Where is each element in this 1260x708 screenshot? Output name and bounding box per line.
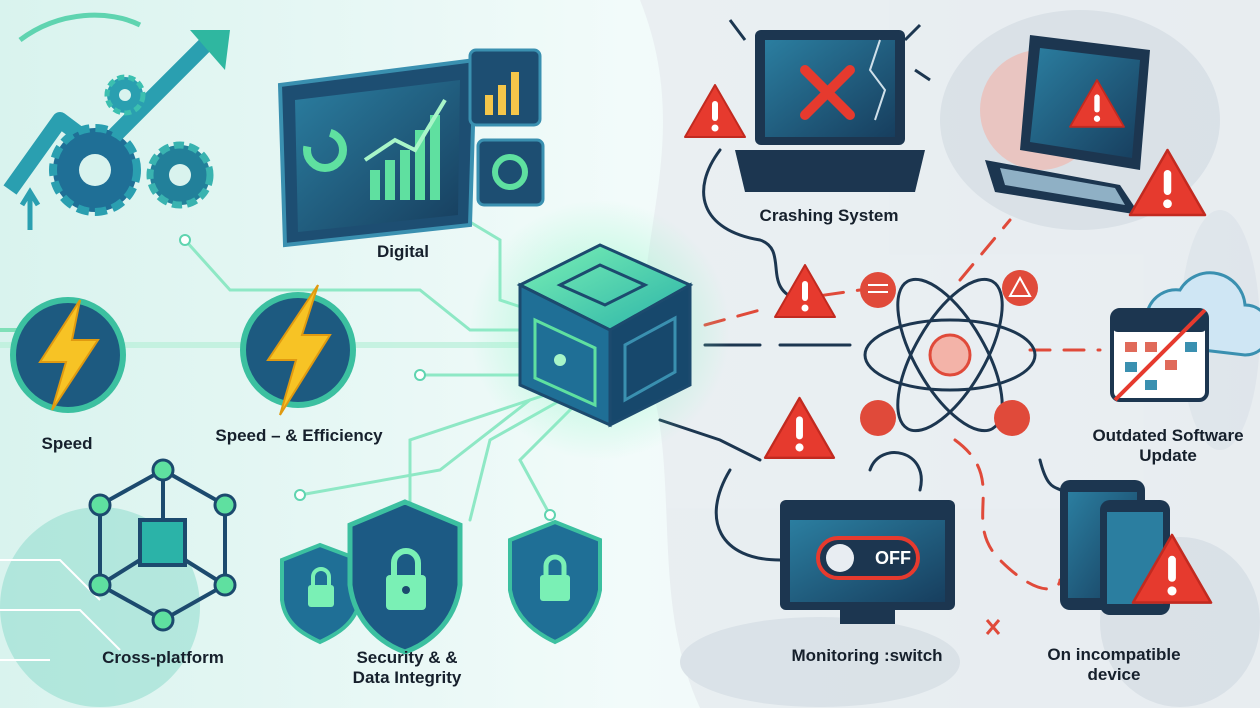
outdated-calendar-icon (1110, 271, 1260, 402)
lightning-icon-efficiency (240, 284, 356, 416)
cross-platform-network-icon (88, 458, 237, 632)
digital-label: Digital (377, 242, 429, 261)
error-x-icon (985, 619, 1001, 635)
shield-lock-icon-right (508, 519, 602, 645)
incompatible-label-line1: On incompatible (1047, 645, 1181, 664)
incompatible-label-line2: device (1087, 665, 1141, 684)
outdated-label-line2: Update (1139, 446, 1197, 465)
system-atom-icon (860, 270, 1038, 436)
speed-label: Speed (41, 434, 93, 453)
security-label-line1: Security & & (356, 648, 458, 667)
outdated-software-label: Outdated Software Update (1092, 426, 1243, 466)
incompatible-devices-icon (1060, 480, 1213, 615)
monitoring-switch-label: Monitoring :switch (791, 646, 943, 665)
speed-efficiency-label: Speed – & Efficiency (215, 426, 383, 445)
gears-growth-icon (3, 12, 230, 230)
outdated-label-line1: Outdated Software (1092, 426, 1244, 445)
monitor-off-text: OFF (875, 548, 911, 568)
monitor-off-icon (780, 500, 955, 624)
dashboard-monitor-icon (277, 48, 545, 248)
warning-laptop-icon (980, 35, 1150, 215)
security-label-line2: Data Integrity (352, 668, 462, 687)
shield-lock-icon-large (347, 499, 463, 655)
security-label: Security & & Data Integrity (353, 648, 462, 688)
lightning-icon-speed (10, 297, 126, 413)
crashing-system-label: Crashing System (759, 206, 899, 225)
incompatible-device-label: On incompatible device (1047, 645, 1180, 685)
central-cube-icon (470, 200, 730, 460)
cross-platform-label: Cross-platform (102, 648, 224, 667)
crashing-laptop-icon (728, 19, 931, 192)
